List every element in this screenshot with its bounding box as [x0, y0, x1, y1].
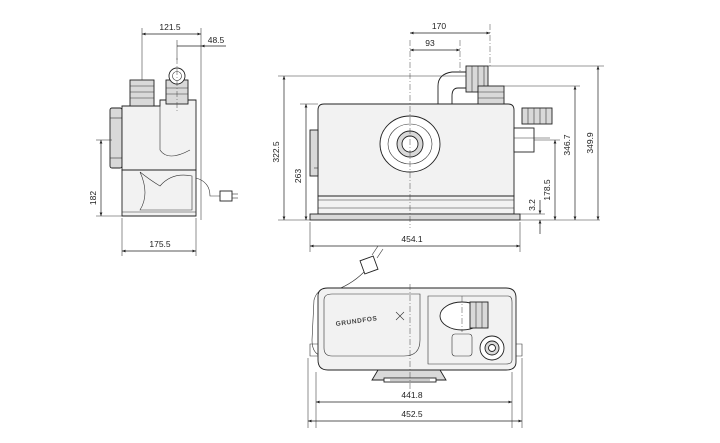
top-inspection-cover — [451, 333, 473, 357]
dim-label-93: 93 — [425, 38, 435, 48]
top-elbow-coupling — [469, 301, 489, 329]
front-view — [309, 24, 553, 228]
side-view — [109, 58, 238, 217]
logo-x-mark — [395, 311, 405, 321]
dim-label-48: 48.5 — [208, 35, 225, 45]
dim-label-441: 441.8 — [401, 390, 423, 400]
side-upper-body — [121, 99, 197, 171]
front-elbow-pipe — [437, 71, 469, 105]
front-left-boss — [309, 129, 319, 177]
dim-label-452: 452.5 — [401, 409, 423, 419]
top-plug — [359, 255, 379, 275]
side-base — [121, 169, 197, 217]
side-pipe-left — [129, 79, 155, 107]
top-dimensions: 441.8 452.5 — [307, 358, 523, 428]
dim-label-178: 178.5 — [542, 179, 552, 201]
dim-label-121: 121.5 — [159, 22, 181, 32]
front-base — [317, 195, 515, 215]
dim-label-263: 263 — [293, 169, 303, 183]
front-elbow-coupling — [465, 65, 489, 93]
front-right-coupling — [521, 107, 553, 125]
side-rear-inlet — [109, 107, 123, 169]
front-outlet-pipe — [477, 85, 505, 105]
front-foot — [309, 213, 521, 221]
dim-label-454: 454.1 — [401, 234, 423, 244]
front-dimensions: 170 93 322.5 263 346.7 349.9 178.5 3.2 4… — [271, 21, 604, 252]
front-right-inlet — [513, 127, 535, 153]
dim-label-322: 322.5 — [271, 141, 281, 163]
dim-label-182: 182 — [88, 191, 98, 205]
dim-label-170: 170 — [432, 21, 446, 31]
dim-label-349: 349.9 — [585, 132, 595, 154]
dim-label-32: 3.2 — [527, 199, 537, 211]
top-bottom-inlet — [371, 369, 447, 381]
side-plug — [219, 190, 233, 202]
top-view: GRUNDFOS — [309, 245, 523, 392]
dim-label-175: 175.5 — [149, 239, 171, 249]
side-dimensions: 121.5 48.5 182 175.5 — [88, 22, 226, 256]
dim-label-346: 346.7 — [562, 134, 572, 156]
